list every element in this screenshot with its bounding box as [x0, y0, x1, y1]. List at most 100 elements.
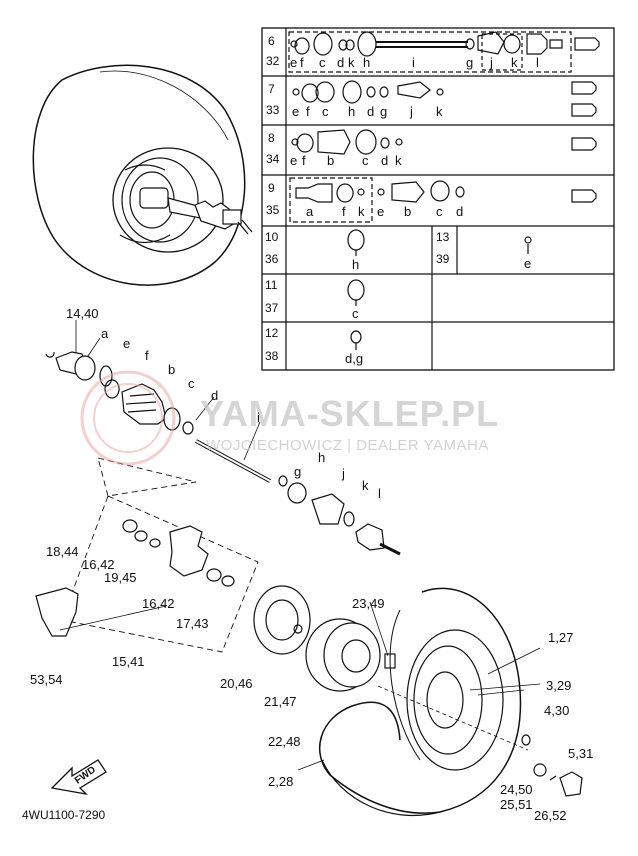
row-10-num: 10 [265, 230, 279, 244]
callout-14-40: 14,40 [66, 306, 99, 321]
part-letter: f [302, 153, 306, 168]
row-6-parts [290, 31, 600, 57]
part-letter: h [363, 55, 371, 70]
part-letter: b [404, 204, 412, 219]
part-letter: c [436, 204, 443, 219]
part-letter: h [348, 104, 356, 119]
part-letter: e [292, 104, 300, 119]
part-letter: c [352, 306, 359, 321]
row-8-num: 8 [268, 131, 275, 145]
part-letter: f [300, 55, 304, 70]
callout-25-51: 25,51 [500, 797, 533, 812]
driveshaft-exploded [45, 320, 401, 556]
callout-53-54: 53,54 [30, 672, 63, 687]
part-letter: c [322, 104, 329, 119]
part-letter: i [412, 55, 415, 70]
watermark-logo [80, 370, 176, 466]
callout-22-48: 22,48 [268, 734, 301, 749]
callout-18-44: 18,44 [46, 544, 79, 559]
callout-23-49: 23,49 [352, 596, 385, 611]
callout-h: h [318, 450, 326, 465]
part-letter: k [358, 204, 365, 219]
callout-c: c [188, 376, 195, 391]
part-letter: d [337, 55, 345, 70]
part-letter: j [410, 104, 413, 119]
part-letter: k [436, 104, 443, 119]
row-33-num: 33 [266, 103, 280, 117]
diagram-code: 4WU1100-7290 [22, 808, 106, 822]
row-39-num: 39 [436, 252, 450, 266]
part-letter: k [395, 153, 402, 168]
callout-f: f [145, 348, 149, 363]
callout-l: l [378, 486, 381, 501]
callout-16-42-left: 16,42 [82, 557, 115, 572]
row-35-num: 35 [266, 203, 280, 217]
part-letter: j [490, 55, 493, 70]
part-letter: d,g [345, 351, 364, 366]
parts-table-grid [261, 27, 615, 371]
callout-21-47: 21,47 [264, 694, 297, 709]
part-letter: d [367, 104, 375, 119]
part-letter: d [381, 153, 389, 168]
watermark-dealer: WOJCIECHOWICZ | DEALER YAMAHA [206, 437, 489, 454]
callout-a: a [101, 326, 109, 341]
row-13-num: 13 [436, 230, 450, 244]
callout-j: j [342, 466, 345, 481]
row-7-parts [292, 80, 597, 117]
callout-g: g [294, 464, 302, 479]
row-9-parts [295, 180, 597, 203]
callout-i: i [257, 410, 260, 425]
part-letter: e [290, 55, 298, 70]
callout-24-50: 24,50 [500, 782, 533, 797]
part-letter: k [511, 55, 518, 70]
callout-1-27: 1,27 [548, 630, 574, 645]
row-38-num: 38 [265, 349, 279, 363]
knuckle-group [35, 457, 259, 653]
row-8-parts [291, 129, 597, 155]
callout-b: b [168, 362, 176, 377]
callout-k: k [362, 478, 369, 493]
part-letter: f [306, 104, 310, 119]
part-letter: c [362, 153, 369, 168]
callout-e: e [123, 336, 131, 351]
part-letter: c [319, 55, 326, 70]
callout-d: d [211, 388, 219, 403]
callout-17-43: 17,43 [176, 616, 209, 631]
part-letter: d [456, 204, 464, 219]
part-letter: k [348, 55, 355, 70]
part-letter: f [342, 204, 346, 219]
row-12-num: 12 [265, 326, 279, 340]
callout-2-28: 2,28 [268, 774, 294, 789]
bottom-wheel-assembly [253, 585, 583, 816]
part-letter: l [536, 55, 539, 70]
callout-19-45: 19,45 [104, 570, 137, 585]
row-6-num: 6 [268, 34, 275, 48]
part-letter: b [327, 153, 335, 168]
callout-3-29: 3,29 [546, 678, 572, 693]
part-letter: e [524, 256, 532, 271]
row-36-num: 36 [265, 252, 279, 266]
callout-26-52: 26,52 [534, 808, 567, 823]
part-letter: a [306, 204, 314, 219]
callout-16-42-right: 16,42 [142, 596, 175, 611]
row-7-num: 7 [268, 82, 275, 96]
row-11-num: 11 [265, 278, 278, 292]
row-32-num: 32 [266, 54, 280, 68]
row-34-num: 34 [266, 152, 280, 166]
part-letter: g [466, 55, 474, 70]
row-9-num: 9 [268, 181, 275, 195]
watermark-brand: YAMA-SKLEP.PL [200, 393, 500, 434]
callout-5-31: 5,31 [568, 746, 594, 761]
part-letter: g [380, 104, 388, 119]
callout-20-46: 20,46 [220, 676, 253, 691]
rows-10-13-parts [347, 229, 532, 350]
callout-15-41: 15,41 [112, 654, 145, 669]
top-wheel [32, 64, 253, 286]
part-letter: h [352, 257, 360, 272]
fwd-arrow-icon [50, 759, 107, 795]
part-letter: e [290, 153, 298, 168]
callout-4-30: 4,30 [544, 703, 570, 718]
row-37-num: 37 [265, 301, 279, 315]
